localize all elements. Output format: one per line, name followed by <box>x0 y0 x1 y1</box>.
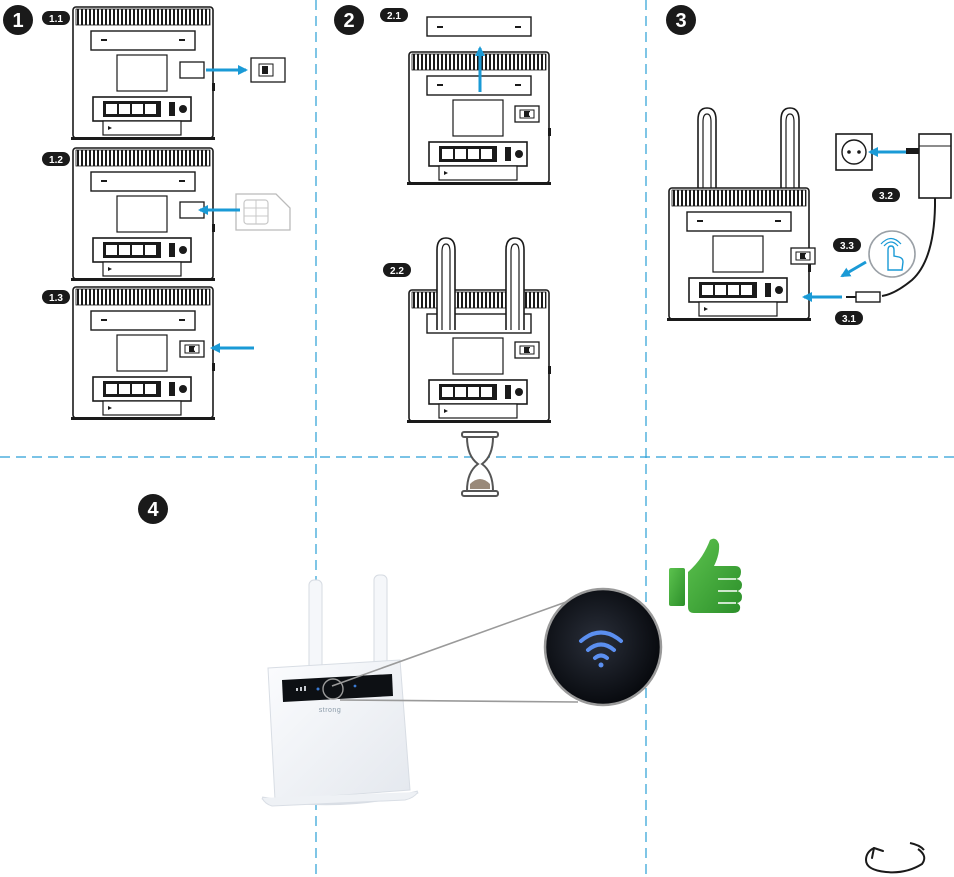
substep-badge-1-3: 1.3 <box>42 290 70 304</box>
power-adapter-icon <box>881 133 952 297</box>
router-back-3 <box>666 107 816 322</box>
router-back-1-3 <box>70 286 216 421</box>
substep-badge-2-1: 2.1 <box>380 8 408 22</box>
dc-plug <box>846 291 881 303</box>
wifi-icon <box>579 630 623 668</box>
antenna-cover-removed <box>426 16 532 37</box>
substep-badge-3-1: 3.1 <box>835 311 863 325</box>
step-badge-3: 3 <box>666 5 696 35</box>
zoom-target-ring <box>322 678 344 700</box>
rotate-page-icon <box>864 842 926 874</box>
substep-badge-2-2: 2.2 <box>383 263 411 277</box>
router-photo: strong <box>261 574 419 807</box>
sim-card-icon <box>235 193 291 231</box>
substep-2-1-label: 2.1 <box>387 11 401 22</box>
substep-badge-1-1: 1.1 <box>42 11 70 25</box>
hourglass-icon <box>461 431 499 497</box>
press-button-icon <box>868 230 916 278</box>
substep-1-3-label: 1.3 <box>49 293 63 304</box>
substep-3-3-label: 3.3 <box>840 241 854 252</box>
zoom-lines <box>331 601 579 703</box>
sim-card-removed <box>250 57 286 83</box>
step-badge-2: 2 <box>334 5 364 35</box>
step-1-label: 1 <box>12 10 23 32</box>
step-badge-4: 4 <box>138 494 168 524</box>
step-2-label: 2 <box>343 10 354 32</box>
router-back-1-1 <box>70 6 216 141</box>
power-outlet-icon <box>835 133 873 171</box>
thumbs-up-icon <box>669 538 742 613</box>
step-badge-1: 1 <box>3 5 33 35</box>
zoom-lens <box>543 587 663 707</box>
step-4-label: 4 <box>147 499 159 521</box>
substep-badge-3-3: 3.3 <box>833 238 861 252</box>
router-back-with-antennas <box>406 237 552 424</box>
substep-2-2-label: 2.2 <box>390 266 404 277</box>
substep-3-2-label: 3.2 <box>879 191 893 202</box>
router-brand-logo: strong <box>319 707 341 714</box>
substep-1-1-label: 1.1 <box>49 14 63 25</box>
substep-3-1-label: 3.1 <box>842 314 856 325</box>
substep-1-2-label: 1.2 <box>49 155 63 166</box>
substep-badge-1-2: 1.2 <box>42 152 70 166</box>
substep-badge-3-2: 3.2 <box>872 188 900 202</box>
arrow-press-power <box>840 260 867 278</box>
router-back-1-2 <box>70 147 216 282</box>
step-3-label: 3 <box>675 10 686 32</box>
